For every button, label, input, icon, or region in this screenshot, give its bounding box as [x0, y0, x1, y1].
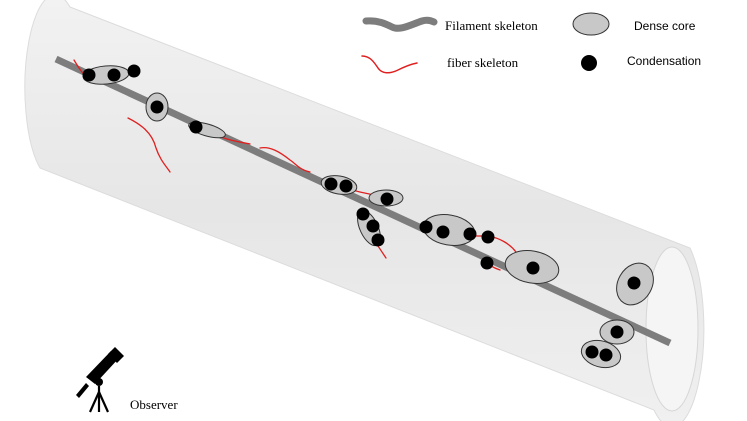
- condensation: [481, 230, 495, 244]
- legend-dense-core-label: Dense core: [634, 19, 696, 33]
- condensation: [339, 179, 353, 193]
- condensation: [599, 348, 613, 362]
- condensation: [480, 256, 494, 270]
- telescope-lens: [108, 347, 124, 363]
- condensation: [324, 177, 338, 191]
- condensation: [127, 64, 141, 78]
- legend-filament-swatch-icon: [362, 16, 438, 32]
- fiber-skeleton: [127, 117, 171, 173]
- condensation: [189, 120, 203, 134]
- condensation: [436, 225, 450, 239]
- condensation: [371, 233, 385, 247]
- telescope-icon: [76, 347, 124, 413]
- legend-condensation-swatch-icon: [581, 55, 597, 71]
- condensation: [366, 219, 380, 233]
- fiber-skeleton: [259, 146, 311, 173]
- condensation: [610, 325, 624, 339]
- telescope-mount: [95, 378, 103, 386]
- legend-dense-core-swatch-icon: [572, 12, 610, 36]
- observer-label: Observer: [130, 397, 178, 412]
- condensation: [463, 227, 477, 241]
- tripod-leg: [97, 391, 110, 413]
- condensation: [107, 68, 121, 82]
- legend: Filament skeleton fiber skeleton Dense c…: [361, 12, 701, 74]
- condensation: [526, 261, 540, 275]
- condensation: [82, 68, 96, 82]
- legend-condensation-label: Condensation: [627, 54, 701, 68]
- telescope-tube: [86, 351, 119, 384]
- condensation: [150, 100, 164, 114]
- condensation: [627, 276, 641, 290]
- legend-filament-label: Filament skeleton: [445, 18, 538, 33]
- legend-fiber-swatch-icon: [361, 55, 418, 74]
- condensation: [380, 192, 394, 206]
- telescope-eyepiece: [76, 383, 89, 398]
- condensation: [585, 345, 599, 359]
- tripod-leg: [88, 391, 101, 413]
- condensations: [82, 64, 641, 362]
- cylinder-end-cap: [645, 246, 699, 412]
- legend-fiber-label: fiber skeleton: [447, 55, 519, 70]
- condensation: [356, 207, 370, 221]
- condensation: [419, 220, 433, 234]
